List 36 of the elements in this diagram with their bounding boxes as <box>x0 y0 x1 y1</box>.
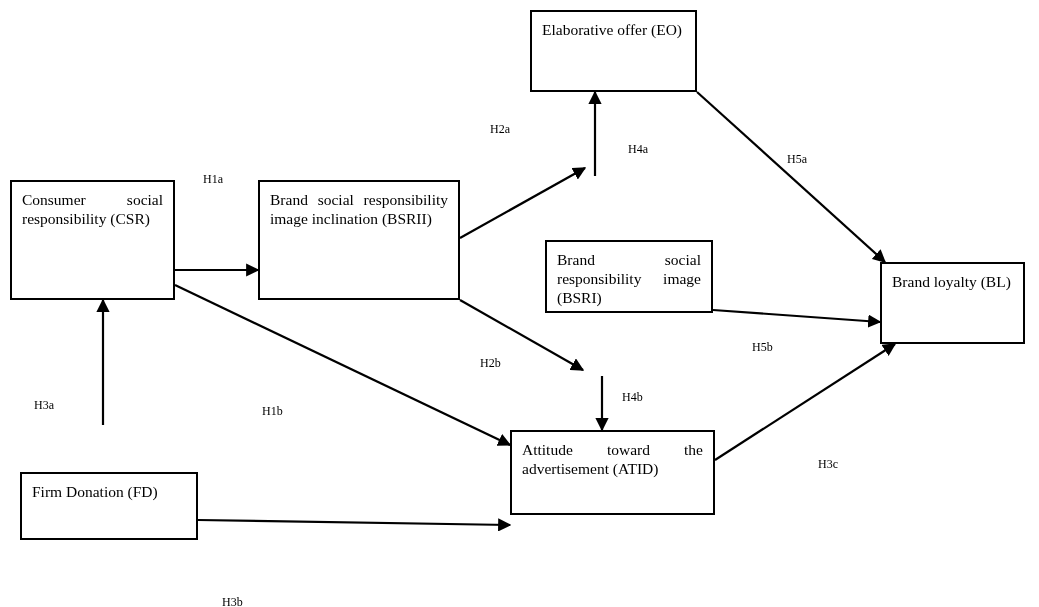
box-label: Consumer social responsibility (CSR) <box>22 190 163 228</box>
hypothesis-label: H5b <box>752 340 773 355</box>
box-label: Firm Donation (FD) <box>32 482 159 501</box>
hypothesis-label: H3a <box>34 398 54 413</box>
arrow <box>96 298 110 425</box>
arrow <box>696 91 886 263</box>
arrow <box>588 90 602 176</box>
hypothesis-label: H3c <box>818 457 838 472</box>
box-label: Brand loyalty (BL) <box>892 272 1012 291</box>
hypothesis-label: H1a <box>203 172 223 187</box>
concept-box <box>510 430 715 515</box>
hypothesis-label: H2b <box>480 356 501 371</box>
arrow <box>712 308 882 328</box>
box-label: Elaborative offer (EO) <box>542 20 683 39</box>
arrow <box>198 518 512 532</box>
box-label: Brand social responsibility image inclination (BSRII) <box>270 190 448 228</box>
hypothesis-label: H4a <box>628 142 648 157</box>
arrow <box>174 284 512 446</box>
hypothesis-label: H3b <box>222 595 243 607</box>
concept-box <box>20 472 198 540</box>
arrow <box>175 263 260 277</box>
concept-box <box>258 180 460 300</box>
arrow <box>595 376 609 432</box>
hypothesis-label: H2a <box>490 122 510 137</box>
hypothesis-label: H4b <box>622 390 643 405</box>
arrow <box>714 343 897 461</box>
concept-box <box>545 240 713 313</box>
arrow <box>459 299 585 371</box>
hypothesis-label: H1b <box>262 404 283 419</box>
concept-box <box>530 10 697 92</box>
concept-box <box>880 262 1025 344</box>
box-label: Attitude toward the advertisement (ATID) <box>522 440 703 478</box>
hypothesis-label: H5a <box>787 152 807 167</box>
box-label: Brand social responsibility image (BSRI) <box>557 250 701 307</box>
arrow <box>459 167 587 239</box>
concept-box <box>10 180 175 300</box>
